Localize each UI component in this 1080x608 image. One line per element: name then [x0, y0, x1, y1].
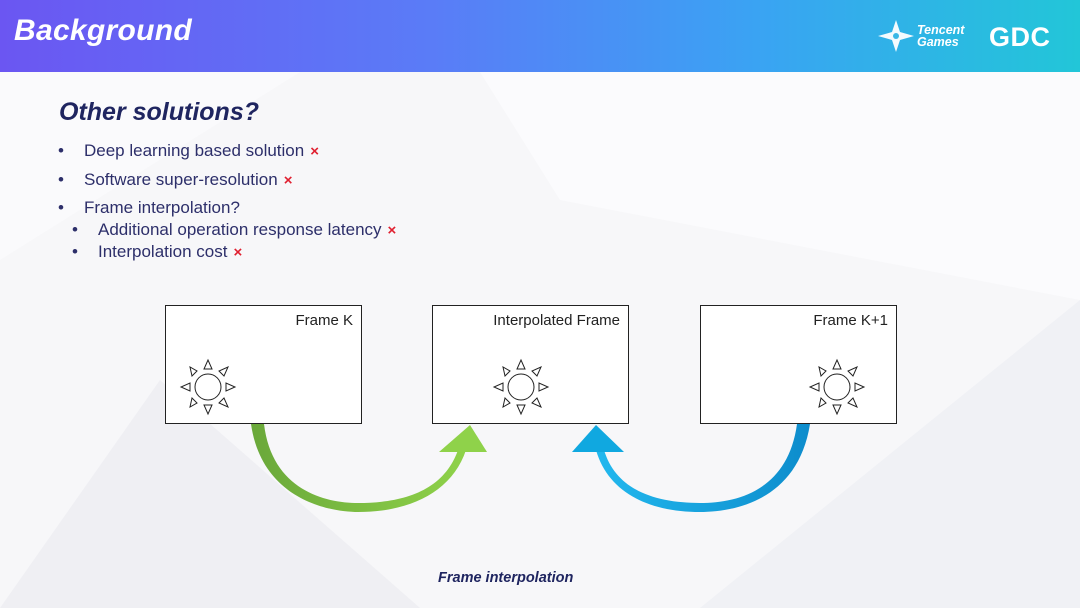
sun-icon: [808, 358, 866, 416]
section-title: Other solutions?: [59, 98, 259, 126]
sub-list-item: Interpolation cost ×: [32, 241, 396, 263]
frame-k-box: Frame K: [165, 305, 362, 424]
sun-icon: [179, 358, 237, 416]
cross-mark-icon: ×: [283, 171, 293, 189]
list-item: Frame interpolation?: [58, 197, 396, 219]
cross-mark-icon: ×: [387, 222, 397, 239]
header-title: Background: [14, 14, 193, 47]
header-bar: Background Tencent Games GDC: [0, 0, 1080, 72]
sub-bullet-text: Interpolation cost: [98, 242, 228, 261]
cross-mark-icon: ×: [310, 143, 319, 160]
frame-label: Frame K+1: [813, 312, 888, 329]
frame-label: Interpolated Frame: [493, 312, 620, 329]
solutions-list: Deep learning based solution × Software s…: [58, 140, 396, 263]
list-item: Deep learning based solution ×: [58, 140, 396, 169]
bullet-text: Deep learning based solution: [84, 141, 305, 160]
sub-bullet-text: Additional operation response latency: [98, 220, 382, 239]
bullet-text: Frame interpolation?: [84, 198, 240, 217]
tencent-word: Tencent Games: [917, 23, 965, 49]
frame-label: Frame K: [295, 312, 353, 329]
interpolated-frame-box: Interpolated Frame: [432, 305, 629, 424]
frame-k-plus-1-box: Frame K+1: [700, 305, 897, 424]
list-item: Software super-resolution ×: [58, 169, 396, 198]
sub-list-item: Additional operation response latency ×: [32, 219, 396, 241]
sun-icon: [492, 358, 550, 416]
cross-mark-icon: ×: [233, 244, 243, 261]
tencent-games-logo: [878, 20, 914, 52]
diagram-caption: Frame interpolation: [438, 570, 574, 586]
tencent-games-wordmark: Tencent Games: [917, 23, 975, 49]
bullet-text: Software super-resolution: [84, 169, 278, 189]
gdc-logo: GDC: [989, 22, 1051, 52]
